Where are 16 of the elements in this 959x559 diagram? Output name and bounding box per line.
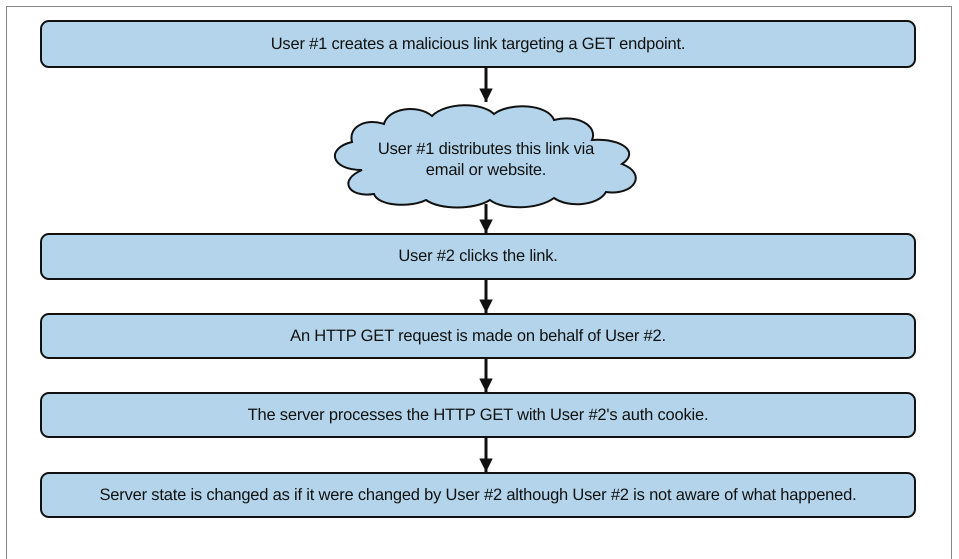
process-box (40, 20, 916, 68)
arrow (479, 438, 493, 472)
arrow (479, 68, 493, 102)
process-box (40, 233, 916, 280)
step-text: User #2 clicks the link. (398, 246, 558, 267)
step-text: An HTTP GET request is made on behalf of User #2. (290, 326, 666, 346)
process-box (40, 313, 916, 359)
arrow (479, 359, 493, 392)
arrow (479, 280, 493, 313)
step-text: The server processes the HTTP GET with User #2's auth cookie. (248, 404, 708, 426)
process-box (40, 392, 916, 438)
step-text: Server state is changed as if it were changed by User #2 although User #2 is not aware of what happened. (100, 484, 856, 506)
step-text: User #1 creates a malicious link targeting a GET endpoint. (270, 34, 686, 54)
step-text: User #1 distributes this link via email or website. (376, 139, 596, 181)
arrow (479, 204, 493, 233)
process-box (40, 472, 916, 518)
